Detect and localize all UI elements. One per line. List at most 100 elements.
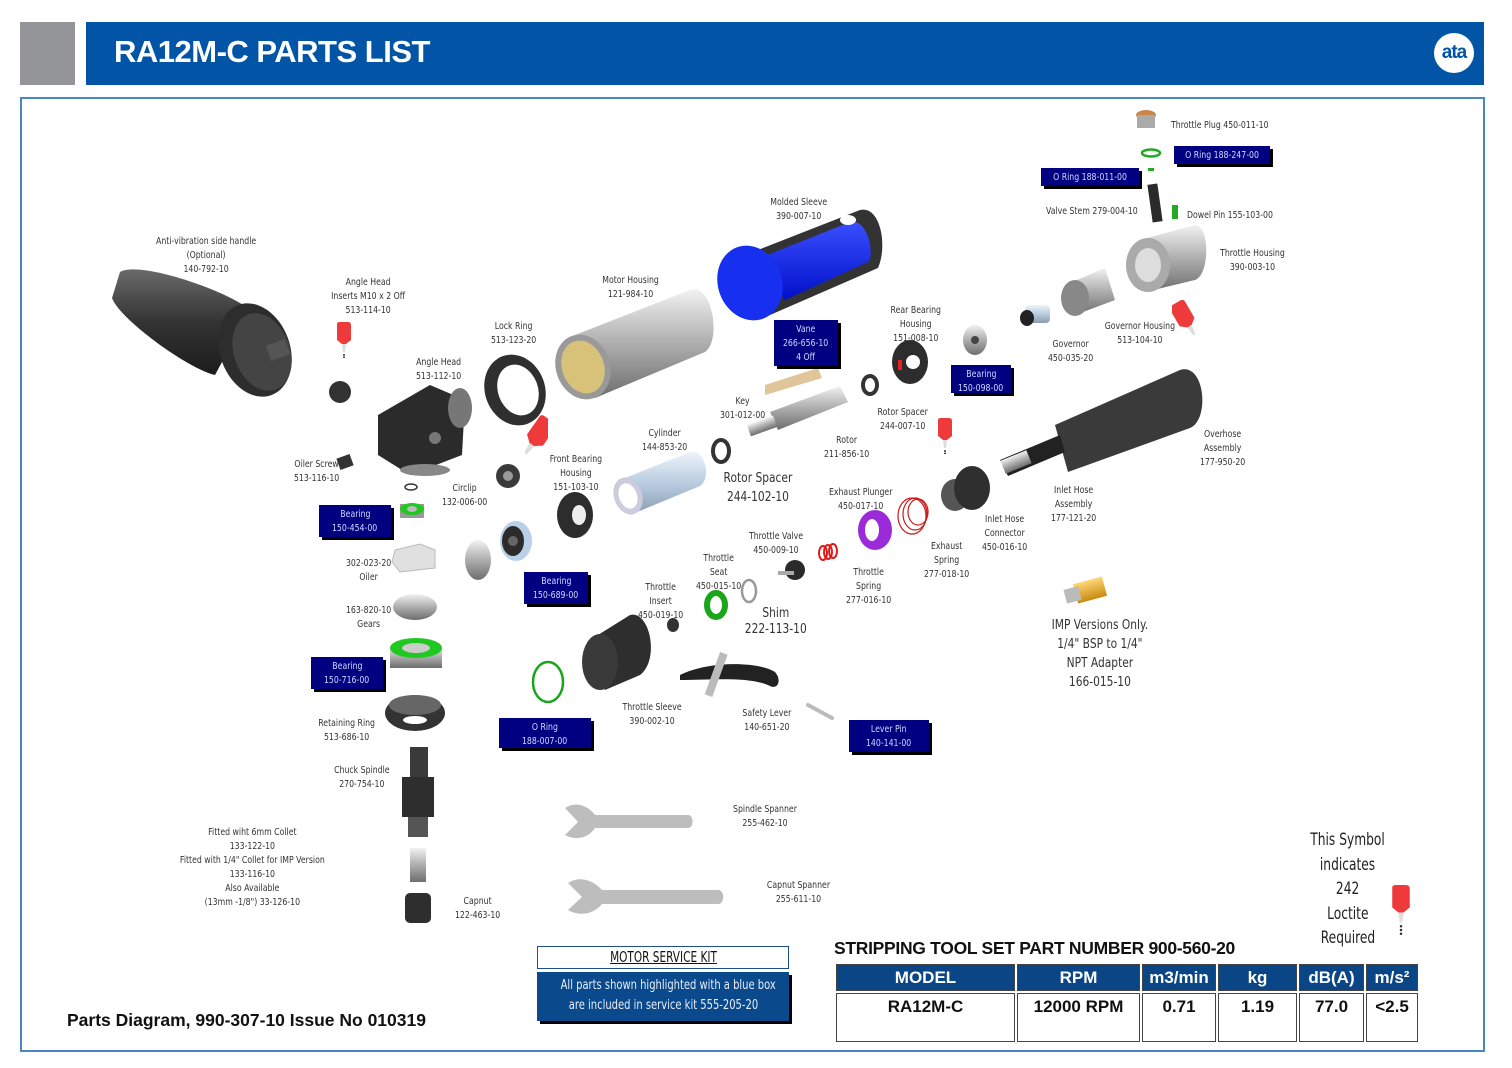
spindle-spanner-part: [565, 804, 693, 839]
spec-cell-vibration: <2.5: [1366, 993, 1418, 1042]
bearing-716-part: [390, 638, 442, 668]
throttle-plug-part: [1136, 110, 1156, 128]
spec-header-row: MODEL RPM m3/min kg dB(A) m/s²: [836, 964, 1418, 991]
motor-service-kit-title: MOTOR SERVICE KIT: [537, 946, 789, 969]
overhose-assembly-part: [1000, 369, 1203, 476]
spec-cell-noise: 77.0: [1299, 993, 1364, 1042]
ata-logo: ata: [1434, 33, 1474, 73]
rotor-spacer-102-part: [711, 438, 731, 464]
motor-service-kit-note: All parts shown highlighted with a blue …: [537, 972, 789, 1021]
spec-header-noise: dB(A): [1299, 964, 1364, 991]
loctite-legend-icon: [1392, 885, 1410, 935]
safety-lever-part: [680, 652, 779, 698]
kit-label-o-ring-247: O Ring 188-247-00: [1174, 146, 1270, 164]
chuck-spindle-part: [402, 747, 434, 837]
circlip-part: [404, 483, 418, 491]
cylinder-part: [613, 451, 707, 515]
vane-part: [765, 368, 822, 395]
lever-pin-part: [806, 703, 834, 720]
bearing-689-part: [500, 521, 532, 561]
throttle-housing-part: [1126, 225, 1207, 292]
loctite-legend: This Symbol indicates 242 Loctite Requir…: [1310, 830, 1385, 948]
label-throttle-plug: Throttle Plug 450-011-10: [1171, 120, 1269, 131]
rotor-part: [746, 386, 848, 437]
inlet-hose-connector-part: [941, 466, 990, 511]
loctite-symbol-icon: [524, 415, 548, 455]
diagram-reference: Parts Diagram, 990-307-10 Issue No 01031…: [67, 1010, 426, 1030]
throttle-sleeve-part: [582, 614, 651, 690]
loctite-symbol-icon: [1172, 300, 1196, 336]
spec-header-airflow: m3/min: [1142, 964, 1216, 991]
lock-ring-part: [484, 354, 546, 426]
spec-cell-weight: 1.19: [1218, 993, 1297, 1042]
capnut-spanner-part: [568, 879, 724, 914]
rear-bearing-housing-part: [892, 340, 928, 384]
gears-part: [393, 594, 437, 620]
capnut-part: [405, 893, 431, 923]
loctite-symbol-icon: [938, 418, 952, 454]
spec-cell-model: RA12M-C: [836, 993, 1015, 1042]
spec-table: MODEL RPM m3/min kg dB(A) m/s² RA12M-C 1…: [834, 962, 1420, 1044]
spec-table-title: STRIPPING TOOL SET PART NUMBER 900-560-2…: [834, 938, 1235, 958]
diagram-frame: [20, 97, 1485, 1052]
spec-data-row: RA12M-C 12000 RPM 0.71 1.19 77.0 <2.5: [836, 993, 1418, 1042]
rotor-spacer-007-part: [861, 374, 879, 396]
valve-stem-part: [1147, 183, 1163, 223]
header-gray-tab: [20, 22, 75, 85]
kit-label-o-ring-011: O Ring 188-011-00: [1041, 168, 1139, 186]
spec-cell-rpm: 12000 RPM: [1017, 993, 1140, 1042]
motor-housing-part: [555, 289, 714, 400]
governor-housing-part: [1061, 268, 1115, 316]
label-imp-adapter: IMP Versions Only.1/4" BSP to 1/4"NPT Ad…: [1051, 618, 1149, 690]
bearing-454-part: [400, 503, 424, 518]
throttle-seat-part: [704, 590, 728, 620]
throttle-insert-part: [667, 618, 679, 632]
loctite-symbol-icon: [337, 322, 351, 358]
page-title: RA12M-C PARTS LIST: [114, 34, 430, 69]
angle-head-insert-part: [329, 381, 351, 403]
oiler-screw-part: [336, 453, 354, 471]
o-ring-247-part: [1140, 148, 1162, 158]
exhaust-plunger-part: [858, 510, 892, 550]
label-dowel-pin: Dowel Pin 155-103-00: [1187, 210, 1273, 221]
dowel-pin-part: [1172, 205, 1178, 219]
label-side-handle: Anti-vibration side handle(Optional)140-…: [155, 236, 257, 275]
label-valve-stem: Valve Stem 279-004-10: [1046, 206, 1138, 217]
spec-cell-airflow: 0.71: [1142, 993, 1216, 1042]
spec-header-model: MODEL: [836, 964, 1015, 991]
